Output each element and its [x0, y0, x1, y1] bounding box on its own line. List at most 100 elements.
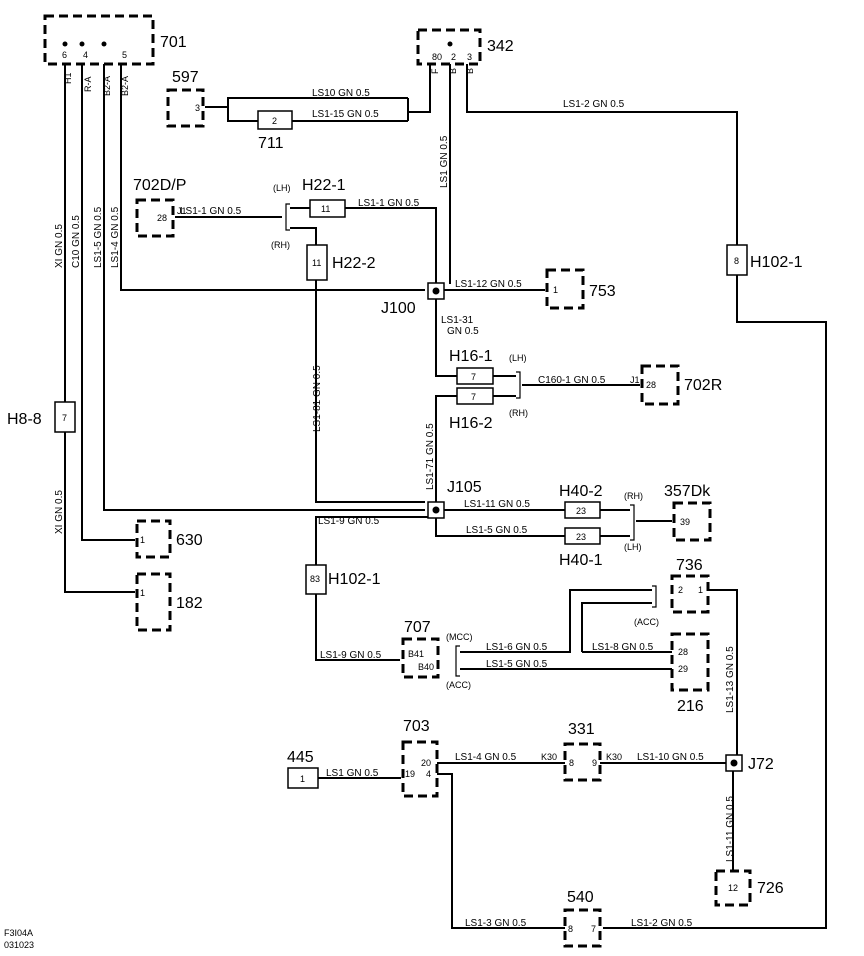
label-h22-2: H22-2 [332, 255, 376, 272]
pin-h22-2: 11 [312, 258, 321, 268]
component-701 [43, 14, 155, 66]
component-597 [166, 88, 205, 128]
connector-h40-1 [564, 527, 601, 545]
component-702r [640, 364, 680, 406]
wire-h22-2-in [290, 227, 317, 245]
wire-label-ls1-11: LS1-11 GN 0.5 [464, 499, 530, 510]
wire-ls10 [205, 97, 408, 108]
pin-701-6: 6 [62, 50, 67, 60]
pin-h16-1: 7 [471, 372, 476, 382]
pin-331-8: 8 [569, 758, 574, 768]
pin-707-b40: B40 [418, 662, 434, 672]
wire-ls1-2-loop [603, 275, 827, 929]
wire-label-ls10: LS10 GN 0.5 [312, 88, 370, 99]
label-702dp: 702D/P [133, 177, 186, 194]
wire-label-ls1-12: LS1-12 GN 0.5 [455, 279, 522, 290]
pin-h102-mid: 83 [310, 574, 320, 584]
wire-layer [64, 44, 827, 929]
junction-layer [62, 41, 743, 772]
wire-label-ls1-3: LS1-3 GN 0.5 [465, 918, 527, 929]
figure-date: 031023 [4, 940, 34, 950]
note-k30b: K30 [606, 752, 622, 762]
label-layer: 701 342 597 711 702D/P H22-1 H22-2 753 H… [7, 34, 803, 906]
bracket-736 [652, 585, 657, 608]
label-597: 597 [172, 69, 199, 86]
note-rh2: (RH) [509, 408, 528, 418]
label-726: 726 [757, 880, 784, 897]
pin-702dp: 28 [157, 213, 167, 223]
label-j100: J100 [381, 300, 416, 317]
label-711: 711 [258, 135, 284, 152]
label-h40-2: H40-2 [559, 483, 603, 500]
wire-342-3 [466, 44, 738, 245]
pin-701-ra: R-A [83, 77, 93, 93]
wire-ls1-4-v [120, 44, 425, 291]
wire-ls1-3 [437, 773, 565, 929]
label-331: 331 [568, 721, 595, 738]
pin-342-b2: B [465, 68, 475, 74]
note-mcc: (MCC) [446, 632, 473, 642]
label-182: 182 [176, 595, 203, 612]
pin-753: 1 [553, 285, 558, 295]
wire-label-ls1-4-v: LS1-4 GN 0.5 [110, 206, 121, 268]
wire-label-ls1-15: LS1-15 GN 0.5 [312, 109, 379, 120]
component-540 [563, 908, 602, 948]
connector-h40-2 [564, 501, 601, 519]
pin-540-7: 7 [591, 924, 596, 934]
bracket-h40 [630, 504, 635, 541]
pin-dot-701-4 [79, 41, 85, 47]
pin-736-1: 1 [698, 585, 703, 595]
component-216 [670, 632, 710, 692]
label-h102-1-top: H102-1 [750, 254, 803, 271]
junction-j100-dot [432, 287, 440, 295]
pin-701-b2a-2: B2-A [120, 76, 130, 96]
pin-701-b2a-1: B2-A [102, 76, 112, 96]
connector-h22-1 [309, 199, 346, 218]
pin-702dp-j1: J1 [177, 206, 187, 216]
pin-h40-1: 23 [576, 532, 586, 542]
pin-702r-j1: J1 [630, 375, 640, 385]
pin-597: 3 [195, 103, 200, 113]
label-702r: 702R [684, 377, 722, 394]
figure-code: F3I04A [4, 928, 33, 938]
wire-ls1-9-bot [315, 594, 400, 661]
wire-label-ls1-gn-v: LS1 GN 0.5 [439, 135, 450, 188]
wire-ls1-5-h40 [435, 517, 565, 537]
pin-357: 39 [680, 517, 690, 527]
pin-342-f: F [430, 68, 440, 74]
note-rh1: (RH) [271, 240, 290, 250]
wire-label-ls1-81: LS1-81 GN 0.5 [312, 365, 323, 432]
component-342 [416, 28, 482, 66]
wire-ls1-31 [435, 297, 457, 377]
junction-j72-dot [730, 759, 738, 767]
wire-label-ls1-10: LS1-10 GN 0.5 [637, 752, 704, 763]
pin-703-4: 4 [426, 769, 431, 779]
label-701: 701 [160, 34, 187, 51]
pin-707-b41: B41 [408, 649, 424, 659]
component-182 [135, 572, 172, 632]
note-rh3: (RH) [624, 491, 643, 501]
note-acc1: (ACC) [634, 617, 659, 627]
label-753: 753 [589, 283, 616, 300]
wire-label-ls1-9-bot: LS1-9 GN 0.5 [320, 650, 382, 661]
label-707: 707 [404, 619, 431, 636]
pin-h40-2: 23 [576, 506, 586, 516]
note-acc2: (ACC) [446, 680, 471, 690]
label-342: 342 [487, 38, 514, 55]
wire-label-ls1-4-703: LS1-4 GN 0.5 [455, 752, 517, 763]
wire-label-ls1-1-right: LS1-1 GN 0.5 [358, 198, 420, 209]
note-lh3: (LH) [624, 542, 642, 552]
wire-342-80 [408, 44, 431, 113]
note-lh2: (LH) [509, 353, 527, 363]
pin-342-80: 80 [432, 52, 442, 62]
component-357dk [672, 501, 712, 542]
connector-h102-1-mid [305, 564, 327, 595]
label-357dk: 357Dk [664, 483, 711, 500]
wire-label-c10: C10 GN 0.5 [71, 215, 82, 268]
connector-h8-8 [54, 401, 76, 433]
pin-342-b1: B [448, 68, 458, 74]
label-h40-1: H40-1 [559, 552, 603, 569]
pin-736-2: 2 [678, 585, 683, 595]
bracket-707 [455, 645, 460, 677]
